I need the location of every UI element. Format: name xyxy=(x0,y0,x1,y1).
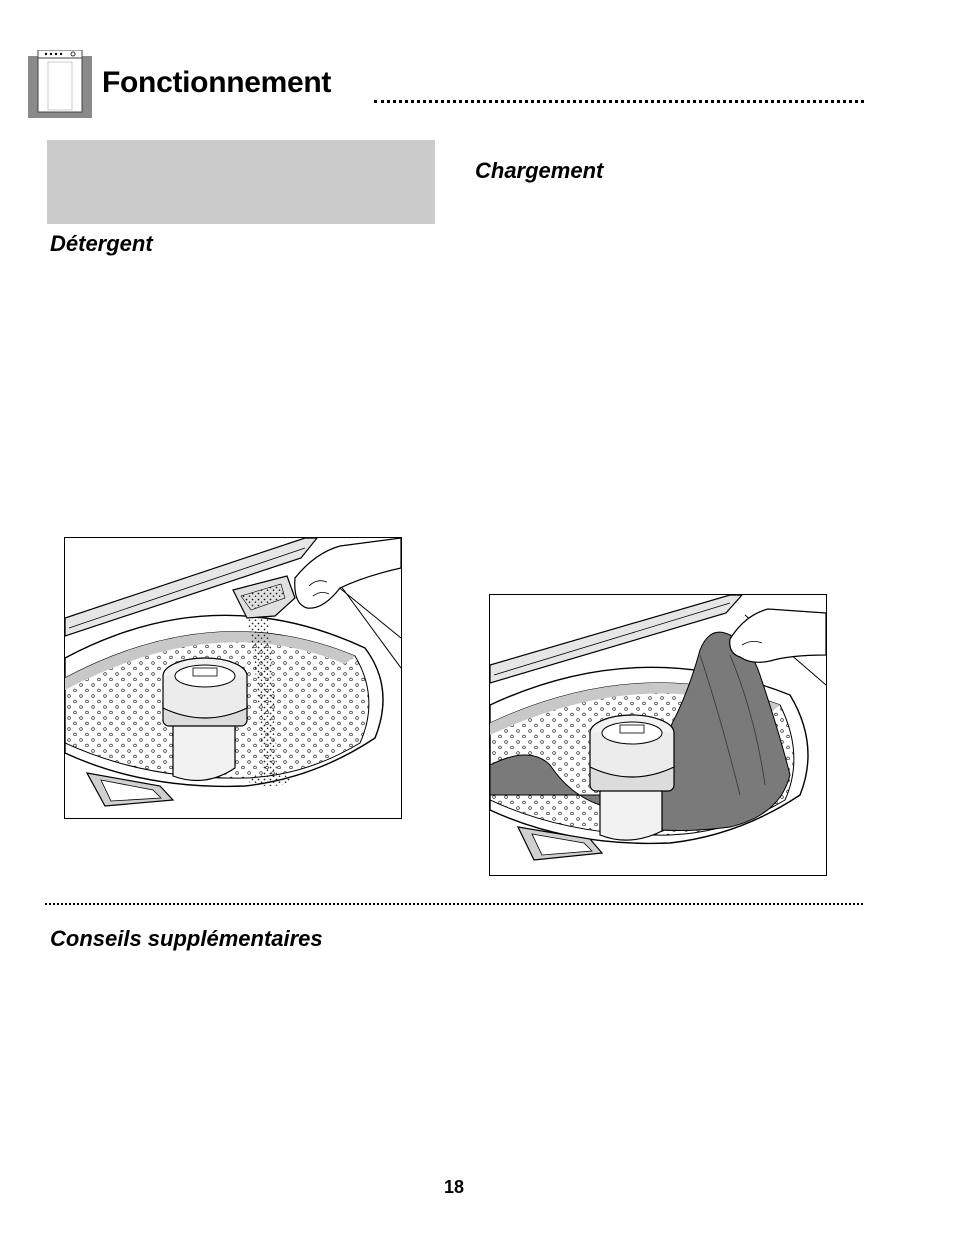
loading-illustration xyxy=(489,594,827,876)
section-heading-detergent: Détergent xyxy=(50,231,153,256)
section-dotted-divider xyxy=(45,901,863,905)
page-number: 18 xyxy=(444,1177,465,1197)
section-heading-chargement: Chargement xyxy=(475,158,604,183)
washer-icon xyxy=(28,50,92,118)
section-heading-conseils: Conseils supplémentaires xyxy=(50,926,323,951)
gray-note-box xyxy=(47,140,435,224)
title-dotted-leader xyxy=(374,97,864,103)
page-title: Fonctionnement xyxy=(102,66,332,99)
detergent-illustration xyxy=(64,537,402,819)
